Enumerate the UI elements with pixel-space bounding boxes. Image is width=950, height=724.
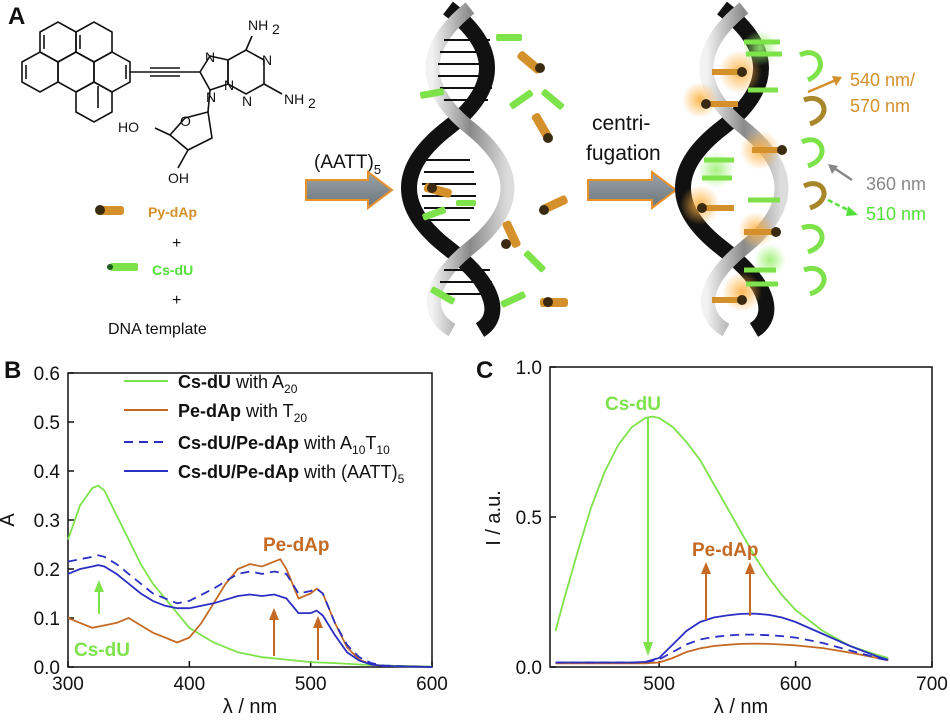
legend-text-a10t10: Cs-dU/Pe-dAp with A10T10 xyxy=(178,433,390,457)
x-tick-label: 500 xyxy=(643,674,675,695)
x-tick-label: 600 xyxy=(416,674,448,695)
legend-text-pe-dap: Pe-dAp with T20 xyxy=(178,401,307,425)
n-label-1: N xyxy=(205,49,215,65)
arrow2-label-2: fugation xyxy=(586,142,661,165)
perylene-structure xyxy=(21,21,283,169)
panel-a-letter: A xyxy=(8,3,25,30)
series-line xyxy=(555,642,889,665)
dna-helix-1 xyxy=(401,1,515,337)
annot-c-pe-dap: Pe-dAp xyxy=(692,540,759,561)
right-arrow-1 xyxy=(305,170,394,210)
right-arrow-2 xyxy=(587,170,678,210)
n-label-3: N xyxy=(262,52,272,68)
cs-du-symbol xyxy=(107,263,138,271)
plus-2: + xyxy=(172,292,181,309)
emission-label-2: 570 nm xyxy=(850,96,910,116)
nh2-top-label: NH xyxy=(248,17,268,33)
arrow1-label: (AATT)5 xyxy=(314,152,381,177)
y-tick-label: 1.0 xyxy=(516,358,542,379)
nh2-right-sub: 2 xyxy=(308,95,316,111)
x-tick-label: 500 xyxy=(295,674,327,695)
panel-b-letter: B xyxy=(4,357,21,384)
series-line xyxy=(554,415,889,659)
panel-c: C 500 600 700 0.0 0.5 1.0 λ / nm I / a.u. Cs-dU… xyxy=(476,357,948,718)
y-tick-label: 0.3 xyxy=(34,511,60,532)
arrow2-label-1: centri- xyxy=(592,112,650,135)
oh-label: OH xyxy=(168,170,189,186)
excitation-arrow xyxy=(828,164,853,182)
free-nucleotides xyxy=(419,34,568,308)
legend-text-cs-du: Cs-dU with A20 xyxy=(178,372,298,396)
y-tick-label: 0.4 xyxy=(34,462,61,483)
n-label-5: N xyxy=(224,77,234,93)
cs-du-label: Cs-dU xyxy=(152,262,193,278)
x-tick-label: 700 xyxy=(916,674,948,695)
nh2-top-sub: 2 xyxy=(272,21,280,37)
chart-b: 300 400 500 600 0.0 0.1 0.2 0.3 0.4 0.5 0.6 λ / nm A xyxy=(0,364,448,718)
ho-label: HO xyxy=(118,119,139,135)
n-label-2: N xyxy=(206,89,216,105)
panel-a: A xyxy=(8,1,926,338)
x-tick-label: 300 xyxy=(52,674,84,695)
y-axis-label: I / a.u. xyxy=(483,490,505,546)
series-line xyxy=(67,558,433,668)
series-line xyxy=(67,484,433,668)
nh2-right-label: NH xyxy=(284,91,304,107)
annot-b-cs-du: Cs-dU xyxy=(74,640,130,661)
y-axis-label: A xyxy=(0,513,19,527)
dna-template-label: DNA template xyxy=(108,321,207,338)
y-tick-label: 0.0 xyxy=(516,658,542,679)
legend-b: Cs-dU with A20 Pe-dAp with T20 Cs-dU/Pe-… xyxy=(124,372,405,486)
legend-text-aatt5: Cs-dU/Pe-dAp with (AATT)5 xyxy=(178,462,405,486)
panel-c-letter: C xyxy=(476,357,493,384)
py-dap-label: Py-dAp xyxy=(148,204,197,220)
series-line xyxy=(67,564,433,668)
emission-label-1: 540 nm/ xyxy=(850,70,915,90)
n-label-4: N xyxy=(242,93,252,109)
dna-helix-2 xyxy=(675,1,789,337)
plus-1: + xyxy=(172,235,181,252)
panel-b: B 300 400 500 600 0.0 0.1 0.2 0.3 0.4 0.5 0.6 λ / n… xyxy=(0,357,448,718)
emission-label-510: 510 nm xyxy=(866,204,926,224)
y-tick-label: 0.6 xyxy=(34,364,60,385)
emission-arrow-510 xyxy=(827,198,858,216)
x-axis-label: λ / nm xyxy=(223,696,277,718)
y-tick-label: 0.5 xyxy=(516,508,542,529)
y-tick-label: 0.2 xyxy=(34,560,60,581)
y-tick-label: 0.0 xyxy=(34,658,60,679)
py-dap-symbol xyxy=(95,205,124,215)
x-axis-label: λ / nm xyxy=(714,696,768,718)
annot-c-cs-du: Cs-dU xyxy=(605,394,661,415)
chart-c: 500 600 700 0.0 0.5 1.0 λ / nm I / a.u. xyxy=(483,358,948,718)
annot-b-pe-dap: Pe-dAp xyxy=(263,535,330,556)
curl-arrows xyxy=(798,50,827,297)
x-tick-label: 400 xyxy=(173,674,205,695)
annot-b-arrows xyxy=(94,580,323,660)
series-line xyxy=(555,612,889,664)
ring-o-label: O xyxy=(180,113,191,129)
series-line xyxy=(67,554,433,668)
y-tick-label: 0.1 xyxy=(34,609,60,630)
x-tick-label: 600 xyxy=(780,674,812,695)
annot-c-arrows xyxy=(643,418,755,656)
excitation-label: 360 nm xyxy=(866,174,926,194)
y-tick-label: 0.5 xyxy=(34,413,60,434)
emission-arrow-540 xyxy=(807,76,842,94)
chem-labels: NH 2 NH 2 HO OH O N N N N N xyxy=(118,17,316,186)
